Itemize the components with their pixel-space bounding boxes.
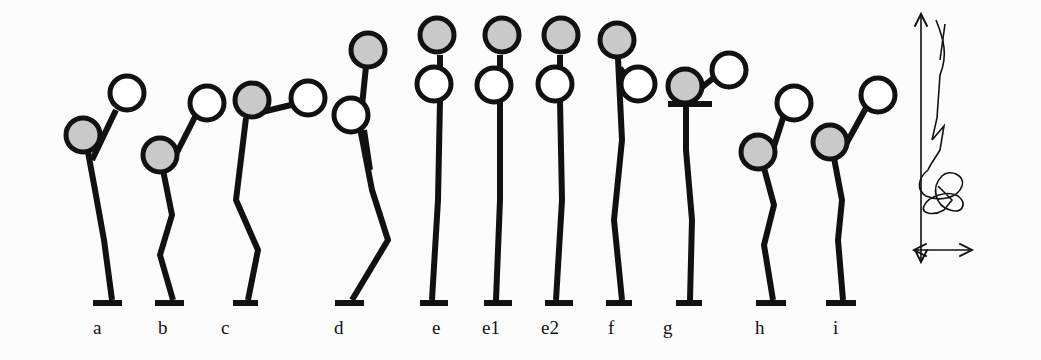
- frame-label: b: [158, 318, 168, 337]
- frame-label: d: [334, 318, 344, 337]
- frame-label: e: [432, 318, 440, 337]
- frame-label: a: [93, 318, 101, 337]
- frame-label: i: [833, 318, 838, 337]
- frame-label: g: [663, 318, 673, 337]
- frame-label: e2: [541, 318, 559, 337]
- frame-label: h: [755, 318, 765, 337]
- frame-label: f: [608, 318, 614, 337]
- frame-label: c: [221, 318, 229, 337]
- frame-label: e1: [482, 318, 500, 337]
- bar-path: [914, 14, 972, 262]
